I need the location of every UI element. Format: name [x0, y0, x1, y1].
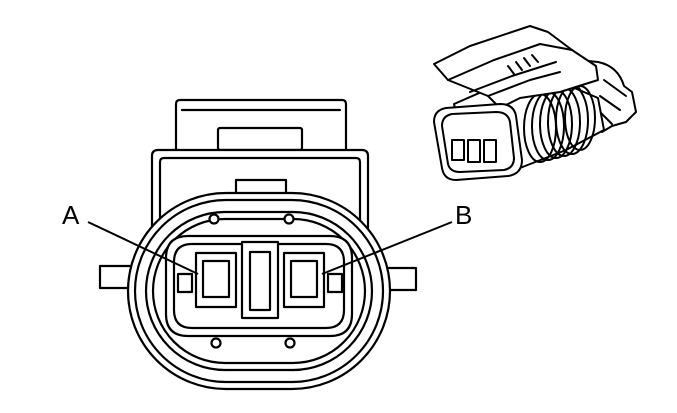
dot-bottom-right	[284, 337, 296, 349]
iso-terminal-3	[483, 139, 497, 163]
inner-oval	[144, 210, 374, 372]
connector-face-view	[98, 98, 418, 391]
terminal-cavity-inner	[172, 242, 346, 330]
callout-b-leader	[321, 221, 453, 275]
callout-a-label: A	[62, 200, 80, 230]
dot-top-left	[208, 213, 220, 225]
inner-oval-ring-2	[151, 217, 367, 365]
lock-clip-ridge	[447, 43, 573, 97]
terminal-b-inner	[289, 259, 319, 299]
dot-bottom-left	[210, 337, 222, 349]
cavity-side-tab-right	[326, 272, 344, 294]
dot-top-right	[283, 213, 295, 225]
terminal-a-inner	[201, 259, 231, 299]
cavity-side-tab-left	[176, 272, 194, 294]
callout-b-label: B	[455, 200, 472, 230]
outer-oval-ring-2	[133, 198, 385, 384]
center-divider	[240, 240, 280, 320]
iso-terminal-2	[467, 139, 481, 163]
connector-isometric-view	[433, 25, 637, 181]
lock-clip-teeth	[507, 54, 539, 75]
front-face-inner	[441, 111, 515, 173]
housing-shoulder-inner	[158, 156, 362, 234]
lock-tab-window	[216, 126, 304, 152]
iso-terminal-1	[451, 139, 465, 161]
callouts: A B	[62, 200, 472, 275]
center-divider-inner	[248, 250, 272, 312]
callout-a-leader	[87, 221, 199, 275]
